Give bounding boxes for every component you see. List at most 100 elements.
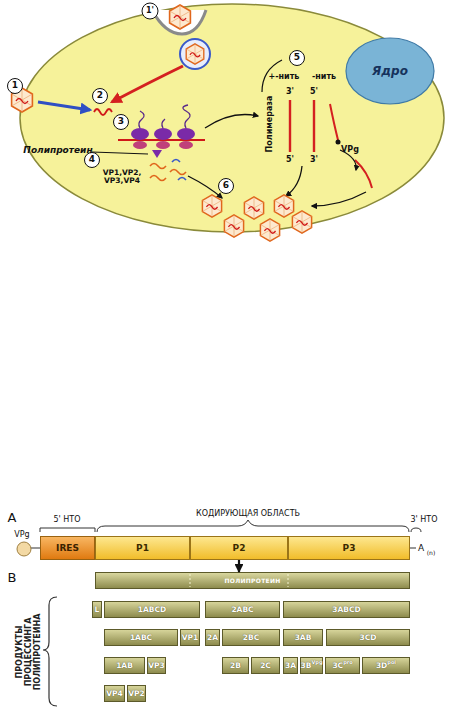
release-arrow — [112, 66, 183, 102]
panel-letter: A — [8, 511, 17, 525]
node-text: P1 — [136, 543, 149, 553]
nucleus-ellipse: Ядро — [345, 37, 435, 105]
host-cell — [20, 4, 444, 232]
strand-label: +-нить — [269, 73, 300, 82]
node-text: P2 — [233, 543, 246, 553]
node-text: 1AB — [116, 661, 133, 670]
callout-number: 3 — [118, 117, 124, 127]
panel-letter: B — [8, 571, 17, 585]
virion — [202, 195, 221, 217]
node-text: 3ABCD — [332, 605, 360, 614]
arrow-head — [152, 150, 162, 158]
node-text: VP1 — [182, 633, 199, 642]
strand-label: -нить — [312, 73, 336, 82]
end-label: 5' — [310, 88, 318, 97]
callout-number: 4 — [89, 155, 95, 165]
enzyme-label: Полимераза — [266, 96, 275, 153]
protein-box: L — [92, 601, 102, 618]
node-text: IRES — [56, 543, 79, 553]
polya-label: (n) — [427, 550, 435, 557]
segment-divider — [190, 574, 288, 587]
protein-box: 1ABC — [104, 629, 178, 646]
region-bracket — [411, 528, 421, 532]
superscript-text: pro — [343, 659, 352, 665]
callout-circle — [219, 179, 234, 194]
protein-box: 3AB — [283, 629, 323, 646]
end-label: 3' — [310, 156, 318, 165]
process-arrow — [312, 192, 366, 206]
callout-number: 5 — [294, 53, 300, 63]
virion — [170, 5, 191, 29]
group-label: ПРОДУКТЫ ПРОЦЕССИНГА ПОЛИПРОТЕИНА — [16, 593, 42, 711]
end-label: 5' — [286, 156, 294, 165]
protein-box: 3CD — [326, 629, 410, 646]
callout-circle — [114, 115, 129, 130]
genome-segment: P2 — [190, 536, 288, 560]
protein-box: 1ABCD — [104, 601, 200, 618]
rna-strand — [330, 104, 338, 140]
node-text: VP4 — [106, 689, 123, 698]
ribosome — [179, 141, 193, 149]
region-label: 5' НТО — [53, 516, 80, 525]
node-text: L — [95, 605, 100, 614]
node-text: 2C — [260, 661, 271, 670]
protein-label: VPg — [14, 531, 29, 540]
protein-box: VP1 — [180, 629, 200, 646]
virion — [292, 211, 311, 233]
callout-circle — [290, 51, 305, 66]
protein-box: 3Cpro — [325, 657, 360, 674]
protein-box: 2C — [251, 657, 280, 674]
group-bracket — [43, 597, 57, 706]
capsid-protein — [172, 160, 186, 181]
callout-number: 6 — [223, 181, 229, 191]
protein-box: 2BC — [222, 629, 280, 646]
polya-label: A — [418, 544, 424, 554]
node-text: VP2 — [128, 689, 145, 698]
ribosome — [177, 128, 195, 140]
node-text: 3AB — [295, 633, 312, 642]
endosome — [180, 39, 210, 69]
superscript-text: Vpg — [311, 659, 322, 665]
ribosome — [156, 141, 170, 149]
process-arrow — [205, 115, 258, 129]
protein-box: 3A — [283, 657, 298, 674]
leader-line — [92, 152, 148, 154]
node-text: Ядро — [372, 64, 408, 78]
protein-label: VP1,VP2, VP3,VP4 — [100, 169, 144, 186]
callout-circle — [8, 79, 23, 94]
protein-box: VP4 — [104, 685, 125, 702]
virion — [260, 219, 279, 241]
protein-box: VP2 — [127, 685, 146, 702]
process-arrow — [188, 176, 222, 198]
ribosome — [131, 128, 149, 140]
callout-number: 1 — [12, 81, 18, 91]
protein-box: 2ABC — [205, 601, 280, 618]
genome-segment: P1 — [95, 536, 190, 560]
node-text: 3CD — [360, 633, 377, 642]
node-text: 3D — [376, 661, 387, 670]
protein-box: 3BVpg — [300, 657, 323, 674]
rna-strand — [289, 100, 291, 152]
callout-number: 2 — [97, 91, 103, 101]
protein-box: 1AB — [104, 657, 145, 674]
rna-strand — [355, 160, 372, 188]
ribosome — [133, 141, 147, 149]
nascent-peptide — [139, 105, 190, 128]
callout-circle — [142, 3, 158, 19]
genome-segment: P3 — [288, 536, 410, 560]
node-text: 2BC — [243, 633, 259, 642]
superscript-text: pol — [387, 659, 396, 665]
entry-arrow — [38, 102, 90, 110]
nucleus-ellipse — [346, 38, 434, 104]
protein-label: VPg — [341, 146, 359, 155]
protein-box: 3Dpol — [362, 657, 410, 674]
flow-arrow — [238, 560, 240, 572]
region-label: КОДИРУЮЩАЯ ОБЛАСТЬ — [196, 510, 300, 519]
node-text: 2B — [230, 661, 241, 670]
protein-box: 3ABCD — [283, 601, 410, 618]
vpg-circle — [17, 542, 31, 556]
ires-segment: IRES — [40, 536, 95, 560]
node-text: VP3 — [148, 661, 165, 670]
polyprotein-bar: ПОЛИПРОТЕИН — [95, 572, 410, 589]
protein-box: 2A — [205, 629, 220, 646]
